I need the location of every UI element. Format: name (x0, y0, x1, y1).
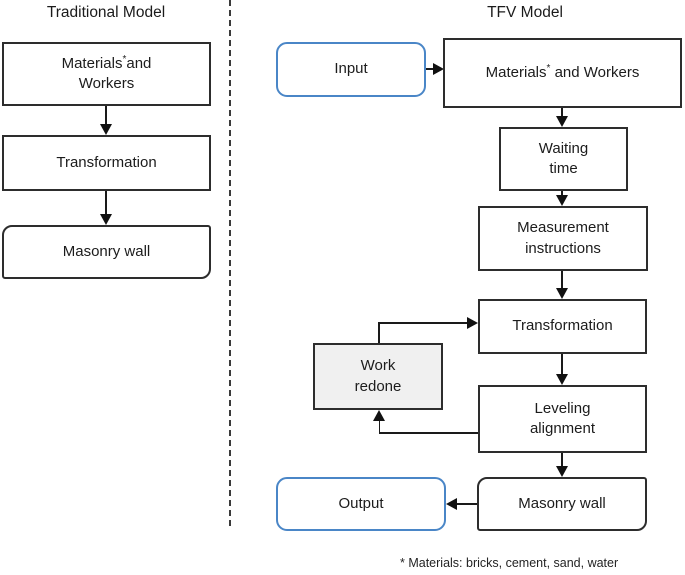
dashed-divider (229, 0, 231, 530)
connector-transformation-to-leveling (561, 354, 563, 374)
node-label: Measurement instructions (517, 218, 609, 259)
materials-footnote: * Materials: bricks, cement, sand, water (400, 556, 619, 570)
node-label: Masonry wall (518, 494, 606, 512)
label-text: and Workers (550, 63, 640, 81)
connector-leveling-to-masonry (561, 453, 563, 466)
connector-measurement-to-transformation (561, 271, 563, 288)
asterisk-superscript: * (546, 62, 551, 74)
label-text: and (126, 54, 152, 72)
node-input: Input (276, 42, 426, 97)
arrowhead-left-icon (446, 498, 457, 510)
connector-workredone-to-transformation-horizontal (378, 322, 468, 324)
connector-materials-to-transformation-left (105, 106, 107, 124)
connector-leveling-to-workredone-vertical (378, 421, 380, 433)
arrowhead-down-icon (555, 288, 568, 299)
node-transformation-right: Transformation (478, 299, 647, 354)
arrowhead-down-icon (99, 214, 112, 225)
node-label: Masonry wall (62, 242, 151, 260)
label-line: alignment (529, 420, 596, 437)
label-line: Waiting (538, 139, 589, 157)
asterisk-superscript: * (122, 53, 127, 65)
connector-leveling-to-workredone-horizontal (379, 432, 478, 434)
connector-materials-to-waiting (561, 108, 563, 116)
arrowhead-right-icon (467, 317, 478, 329)
right-panel-title: TFV Model (487, 4, 563, 21)
node-leveling-alignment: Leveling alignment (478, 385, 647, 453)
connector-workredone-to-transformation-vertical (378, 323, 380, 344)
connector-input-to-materials (426, 68, 434, 70)
node-label: Output (338, 494, 384, 512)
node-transformation-left: Transformation (2, 135, 211, 191)
node-label: Materials* and Workers (486, 63, 640, 83)
node-label: Transformation (512, 317, 613, 335)
label-line: instructions (525, 239, 601, 257)
node-masonry-wall-right: Masonry wall (477, 477, 647, 531)
node-measurement-instructions: Measurement instructions (478, 206, 648, 271)
node-label: Waiting time (539, 139, 588, 180)
node-label: Work redone (355, 356, 402, 397)
arrowhead-down-icon (555, 374, 568, 385)
node-label: Materials*and Workers (62, 54, 152, 95)
label-line: Materials*and (62, 54, 152, 74)
node-label: Leveling alignment (530, 399, 595, 440)
label-line: redone (354, 377, 402, 395)
arrowhead-down-icon (555, 195, 568, 206)
label-line: time (549, 160, 578, 177)
node-masonry-wall-left: Masonry wall (2, 225, 211, 279)
connector-transformation-to-masonry-left (105, 191, 107, 214)
arrowhead-down-icon (555, 116, 568, 127)
node-waiting-time: Waiting time (499, 127, 628, 191)
label-line: Measurement (517, 219, 609, 237)
node-output: Output (276, 477, 446, 531)
connector-masonry-to-output (456, 503, 477, 505)
label-line: Leveling (534, 399, 591, 417)
arrowhead-down-icon (99, 124, 112, 135)
label-text: Materials (485, 63, 547, 81)
node-label: Transformation (56, 153, 157, 171)
arrowhead-down-icon (555, 466, 568, 477)
arrowhead-right-icon (433, 63, 444, 75)
node-materials-workers-left: Materials*and Workers (2, 42, 211, 106)
label-line: Workers (78, 75, 135, 92)
node-materials-workers-right: Materials* and Workers (443, 38, 682, 108)
label-text: Materials (61, 54, 123, 72)
node-work-redone: Work redone (313, 343, 443, 410)
arrowhead-up-icon (372, 410, 385, 421)
label-line: Work (360, 357, 396, 375)
node-label: Input (334, 60, 368, 78)
connector-waiting-to-measurement (561, 191, 563, 196)
left-panel-title: Traditional Model (46, 4, 166, 21)
